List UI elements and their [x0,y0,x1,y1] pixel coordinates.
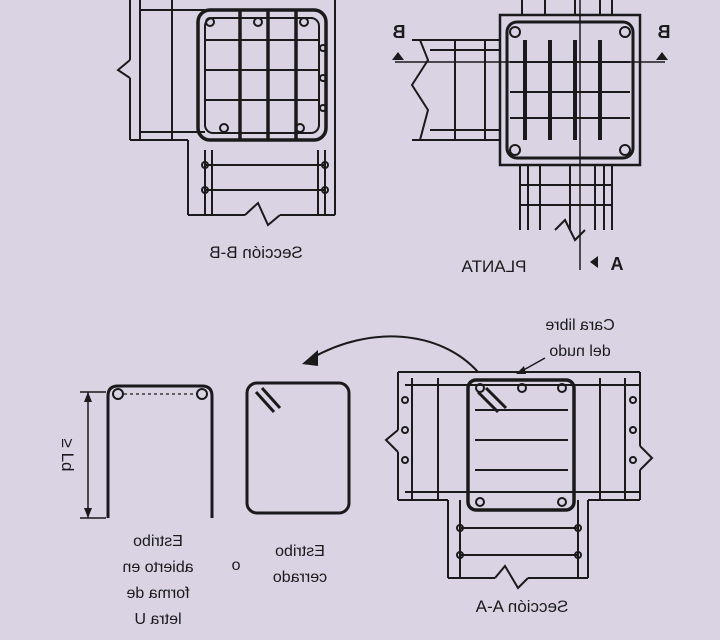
cut-label-b-left: B [393,22,406,42]
estribo-cerrado-line1: Estribo [275,543,325,560]
transfer-arrow [311,335,479,373]
closed-stirrup-drawing [245,381,351,515]
ld-arrow-bottom [84,508,92,518]
estribo-cerrado-line2: cerrado [273,569,327,586]
cara-libre-line2: del nudo [549,343,610,360]
estribo-u-line3: forma de [126,585,189,602]
cut-arrow-b-left [392,52,404,60]
cut-arrow-b-right [656,52,668,60]
section-bb-label: Sección B-B [209,243,303,262]
cara-libre-line1: Cara libre [545,317,614,334]
estribo-u-line1: Estribo [133,533,183,550]
conjunction-o: o [231,557,240,574]
ld-arrow-top [84,392,92,402]
ld-dimension-label: ≥ Ld [58,439,77,472]
section-bb-drawing [116,0,336,227]
transfer-arrow-head [302,350,318,366]
section-aa-label: Sección A-A [475,597,568,616]
cut-label-b-right: B [658,22,671,42]
planta-label: PLANTA [461,257,527,276]
estribo-u-line4: letra U [134,611,181,628]
estribo-u-line2: abierto en [122,559,193,576]
ld-dimension [80,391,106,519]
cut-label-a: A [611,254,624,274]
cut-arrow-a [590,256,598,268]
planta-drawing [395,0,665,270]
section-aa-drawing [384,371,654,590]
u-stirrup-drawing [106,384,214,518]
